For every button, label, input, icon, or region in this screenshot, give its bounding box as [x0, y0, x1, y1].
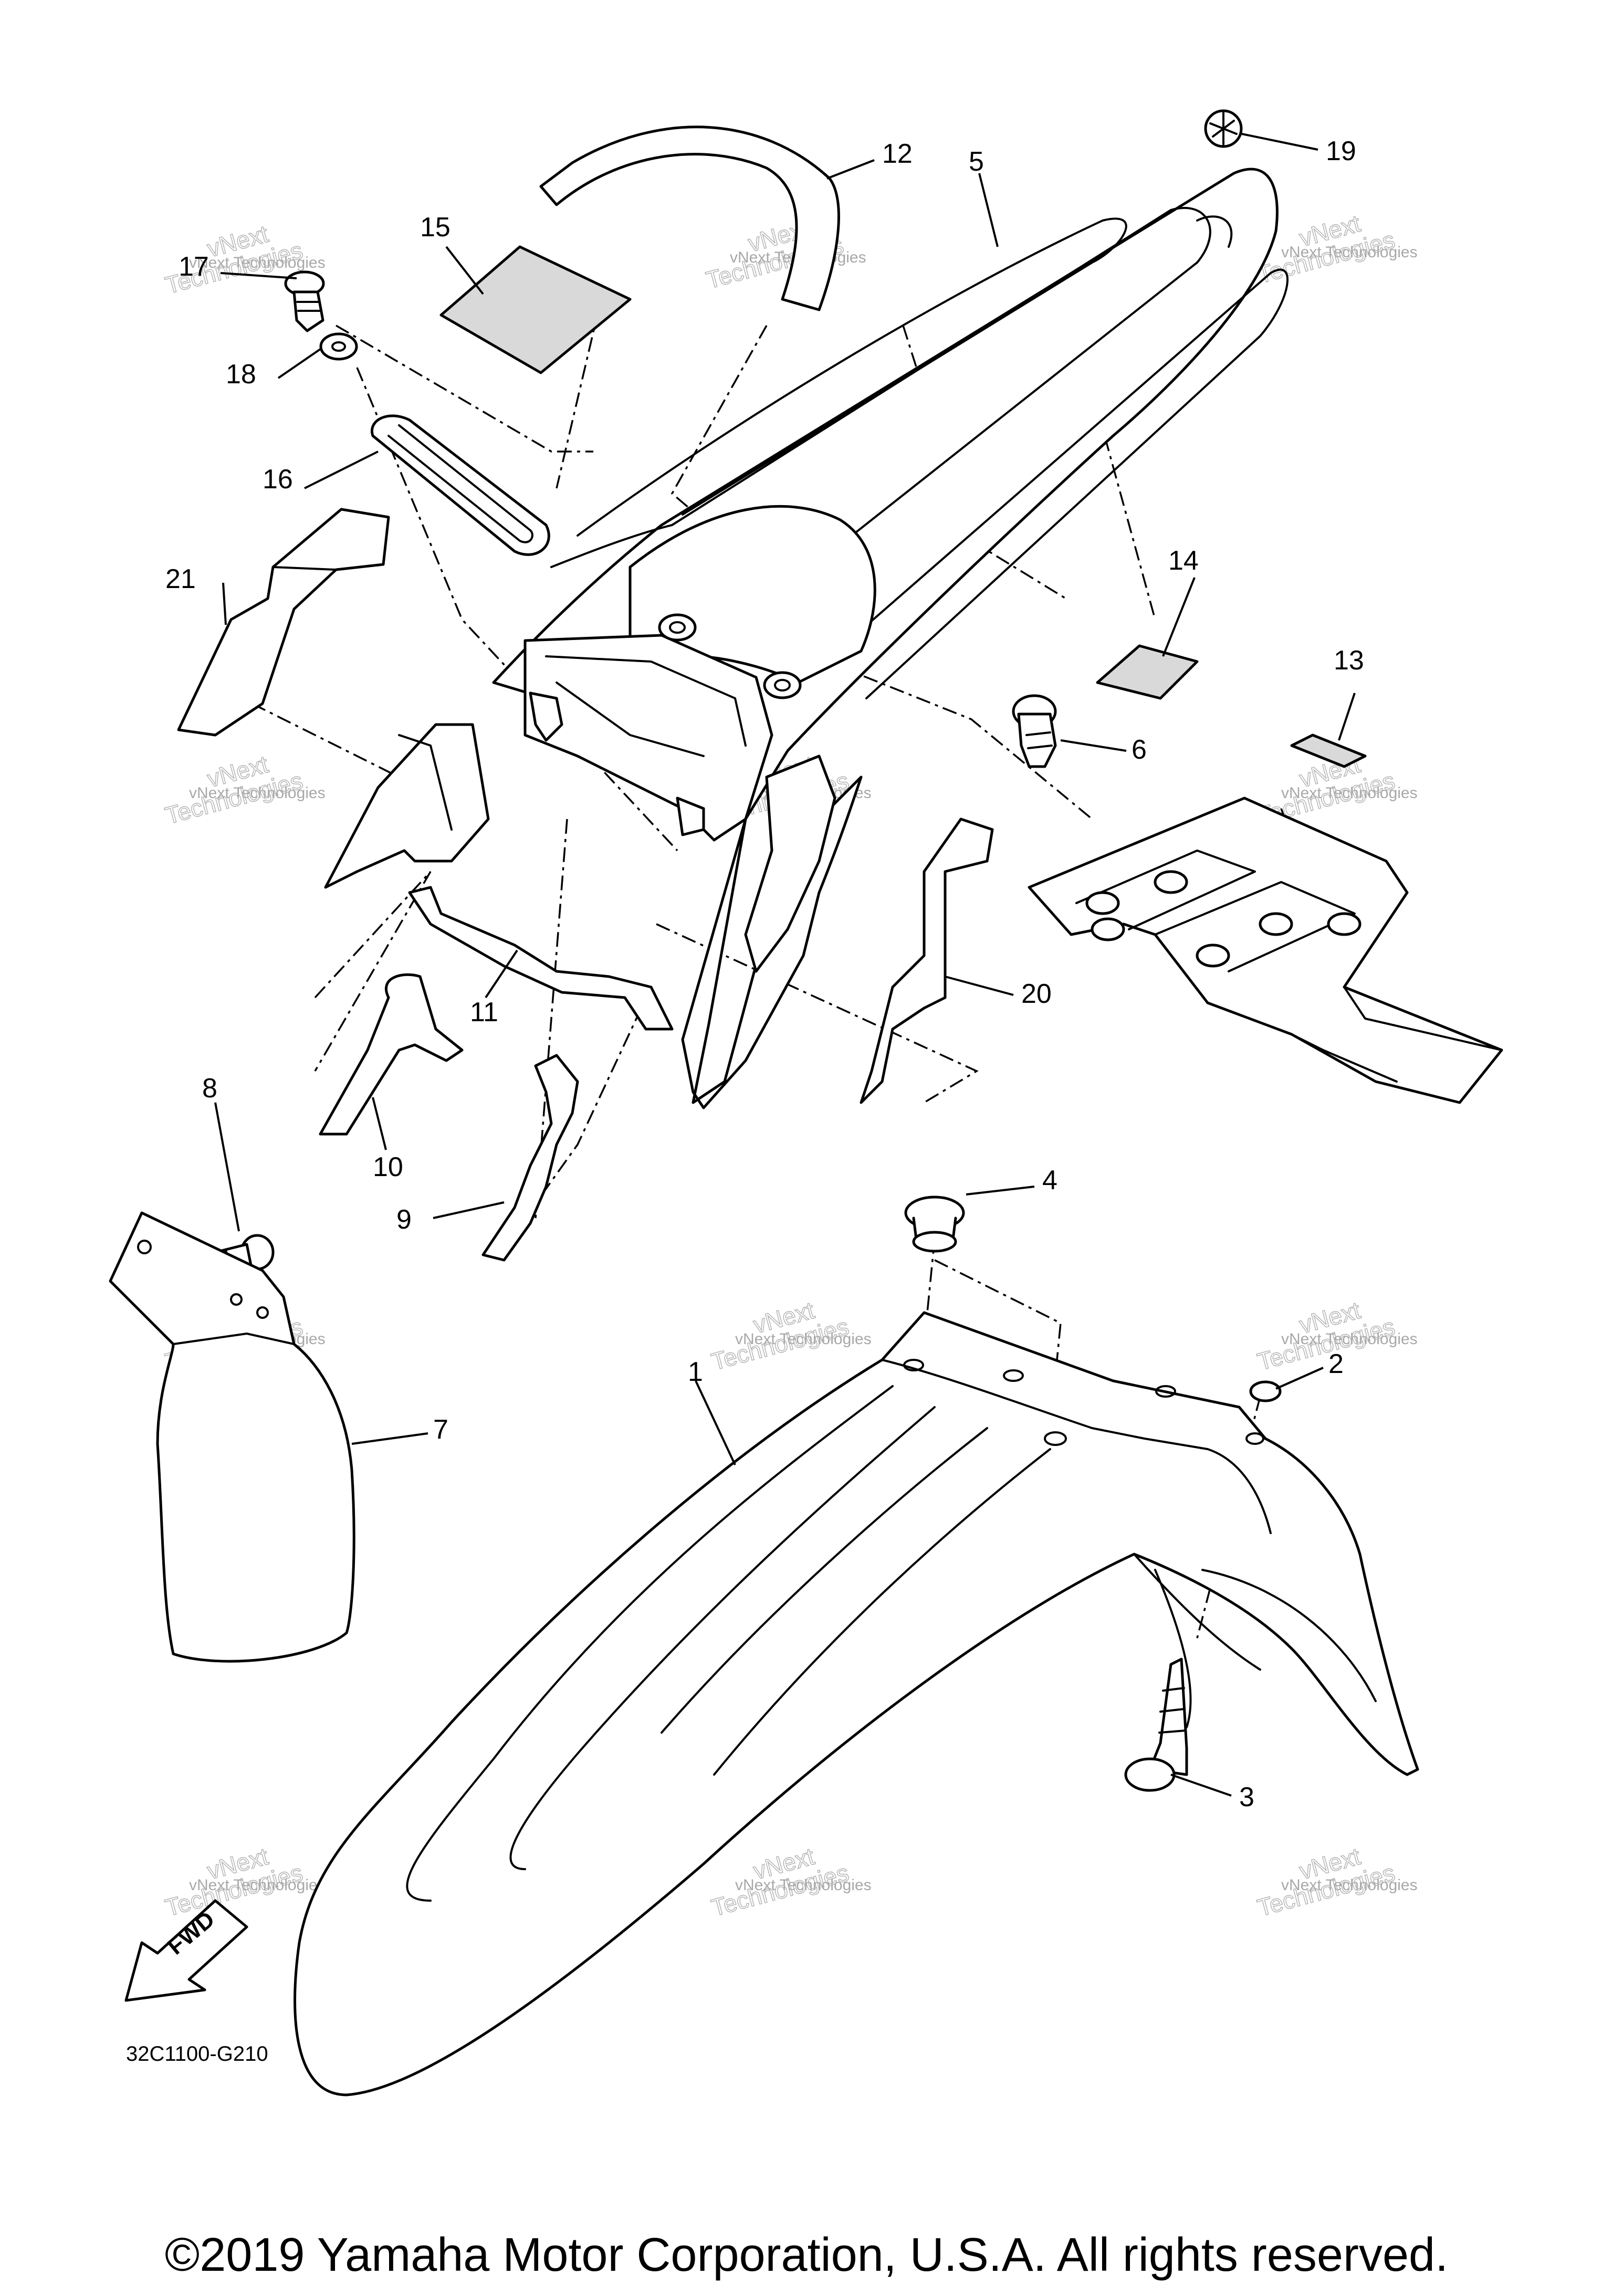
watermark: vNext vNext Technologies Technologies	[162, 1842, 325, 1922]
callout-17: 17	[179, 251, 209, 282]
callout-7: 7	[433, 1414, 448, 1445]
copyright-text: ©2019 Yamaha Motor Corporation, U.S.A. A…	[165, 2229, 1448, 2281]
watermark-line1: vNext Technologies	[189, 1876, 326, 1894]
watermark-line1: vNext Technologies	[1281, 244, 1418, 261]
callout-10: 10	[373, 1152, 403, 1182]
part-18-washer	[319, 332, 358, 361]
part-6-bolt	[1012, 694, 1057, 768]
callout-13: 13	[1334, 645, 1364, 676]
part-14-pad	[1096, 644, 1199, 700]
callout-14: 14	[1168, 546, 1199, 576]
callouts: 1 2 3 4 5 6 7 8 9 10 11 12 13 14 15 16 1…	[165, 136, 1364, 1812]
part-3-bolt	[1124, 1658, 1188, 1792]
part-11-stay	[408, 886, 674, 1031]
watermark-line1: vNext Technologies	[1281, 784, 1418, 802]
callout-2: 2	[1328, 1349, 1344, 1379]
callout-4: 4	[1042, 1165, 1057, 1196]
callout-21: 21	[165, 564, 196, 594]
callout-19: 19	[1326, 136, 1356, 166]
watermark-line1: vNext Technologies	[189, 784, 326, 802]
part-2-nut	[1249, 1380, 1282, 1402]
watermark-line1: vNext Technologies	[735, 1876, 872, 1894]
watermark: vNext vNext Technologies Technologies	[162, 750, 325, 830]
callout-5: 5	[969, 146, 984, 177]
part-21-panel	[177, 508, 390, 737]
part-12-strap	[539, 125, 840, 311]
callout-12: 12	[882, 139, 913, 169]
diagram-code: 32C1100-G210	[126, 2042, 268, 2066]
callout-16: 16	[263, 464, 293, 495]
callout-18: 18	[226, 359, 256, 390]
watermark: vNext vNext Technologies Technologies	[1254, 209, 1417, 289]
callout-6: 6	[1132, 735, 1147, 765]
part-15-sticker	[439, 245, 632, 374]
callout-15: 15	[420, 212, 451, 243]
callout-1: 1	[688, 1357, 703, 1387]
part-10-clip	[319, 973, 464, 1136]
part-9-clip	[481, 1054, 579, 1262]
callout-8: 8	[202, 1073, 217, 1104]
watermark-line1: vNext Technologies	[1281, 1876, 1418, 1894]
part-tail-bracket	[1028, 796, 1503, 1104]
leader-lines	[214, 133, 1356, 1797]
callout-11: 11	[470, 997, 498, 1028]
watermark-line1: vNext Technologies	[735, 1330, 872, 1348]
part-5-rear-cowl	[324, 167, 1289, 1109]
watermark-line1: vNext Technologies	[189, 254, 326, 271]
part-19-emblem	[1204, 109, 1243, 148]
watermark: vNext vNext Technologies Technologies	[1254, 1842, 1417, 1922]
watermark: vNext vNext Technologies Technologies	[708, 1842, 871, 1922]
watermark: vNext vNext Technologies Technologies	[708, 1296, 871, 1376]
part-4-grommet	[904, 1196, 965, 1253]
part-7-mudflap	[109, 1211, 355, 1663]
part-13-pad	[1290, 733, 1367, 768]
callout-9: 9	[396, 1204, 412, 1235]
callout-20: 20	[1021, 979, 1052, 1009]
part-1-front-fender	[294, 1311, 1419, 2096]
watermark-line1: vNext Technologies	[1281, 1330, 1418, 1348]
part-17-bolt	[284, 270, 325, 332]
part-20-panel	[860, 817, 994, 1104]
callout-3: 3	[1239, 1782, 1254, 1812]
watermark: vNext vNext Technologies Technologies	[703, 214, 866, 294]
part-16-gasket	[371, 414, 550, 556]
